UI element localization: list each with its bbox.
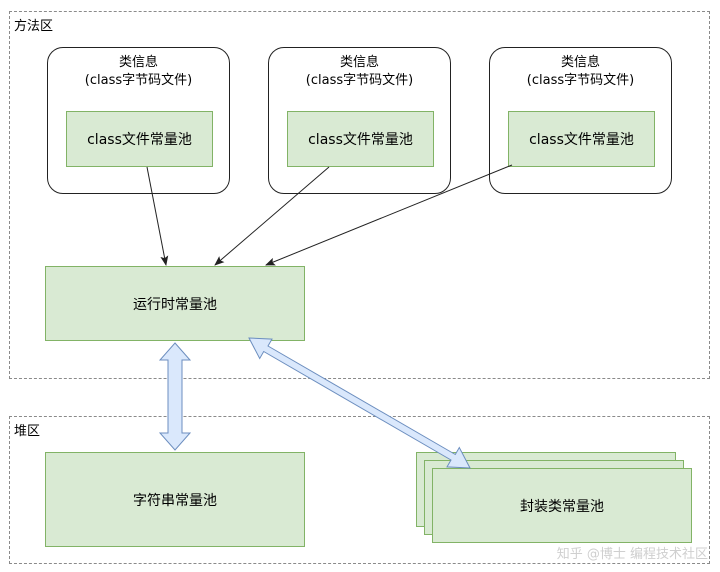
class-info-title-line2: (class字节码文件) [84,73,193,88]
class-info-card-1: 类信息 (class字节码文件) class文件常量池 [47,47,230,194]
method-area-region: 方法区 [9,11,710,379]
double-arrow-runtime-wrapper [248,337,471,469]
class-file-constant-pool-1: class文件常量池 [66,111,213,167]
class-info-title: 类信息 (class字节码文件) [48,54,229,90]
arrow-pool3-to-runtime [265,164,513,266]
class-info-title-line1: 类信息 [560,55,600,70]
arrow-pool2-to-runtime [214,166,330,266]
class-info-title-line2: (class字节码文件) [305,73,414,88]
string-constant-pool: 字符串常量池 [45,452,305,547]
class-file-constant-pool-2: class文件常量池 [287,111,434,167]
class-info-title-line1: 类信息 [118,55,158,70]
class-info-title: 类信息 (class字节码文件) [490,54,671,90]
class-info-card-2: 类信息 (class字节码文件) class文件常量池 [268,47,451,194]
class-info-title-line2: (class字节码文件) [526,73,635,88]
method-area-label: 方法区 [14,19,54,34]
heap-region: 堆区 [9,416,710,564]
wrapper-class-constant-pool: 封装类常量池 [432,468,692,543]
watermark-text: 知乎 @博士 编程技术社区 [556,547,708,562]
class-file-constant-pool-3: class文件常量池 [508,111,655,167]
heap-label: 堆区 [14,424,41,439]
class-info-title-line1: 类信息 [339,55,379,70]
arrow-pool1-to-runtime [146,166,169,266]
class-info-title: 类信息 (class字节码文件) [269,54,450,90]
double-arrow-runtime-string [158,342,192,451]
class-info-card-3: 类信息 (class字节码文件) class文件常量池 [489,47,672,194]
runtime-constant-pool: 运行时常量池 [45,266,305,341]
